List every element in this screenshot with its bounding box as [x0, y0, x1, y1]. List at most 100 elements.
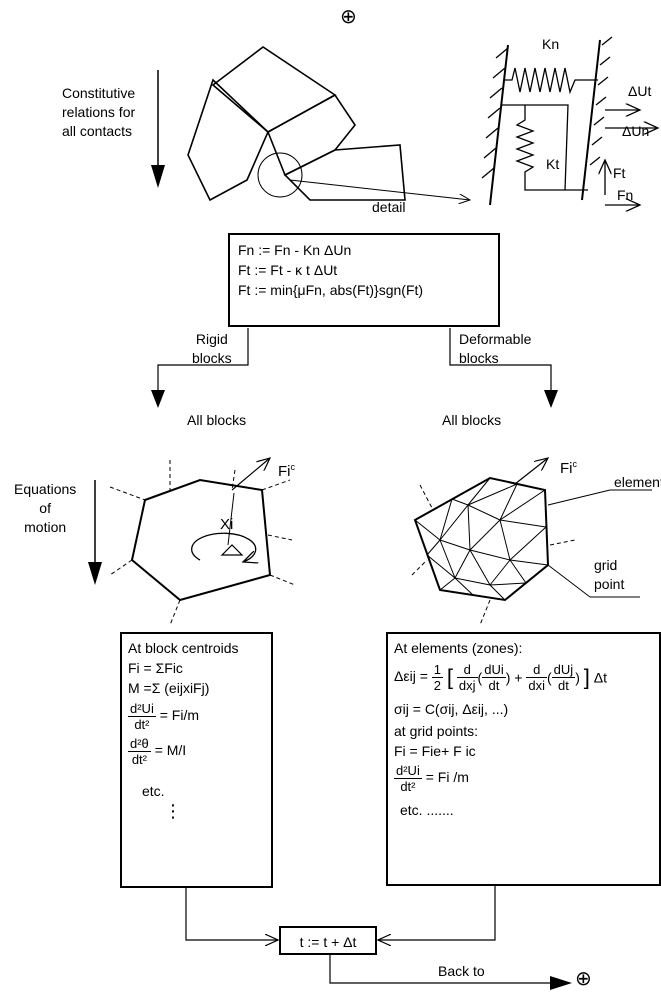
- rigid-line-1: Rigid: [195, 331, 228, 347]
- equations-of-motion-label: Equations of motion: [14, 480, 76, 537]
- deformable-blocks-label: Deformable blocks: [459, 330, 531, 368]
- back-to-label: Back to: [438, 963, 485, 979]
- rigid-accel-den: dt²: [134, 717, 150, 732]
- half-den: 2: [433, 678, 442, 693]
- fn-label: Fn: [617, 187, 634, 203]
- equations-line-3: motion: [24, 519, 67, 535]
- d-num-2: d: [526, 662, 547, 678]
- time-step-box: t := t + Δt: [279, 926, 377, 955]
- bottom-flow: [185, 885, 552, 984]
- strain-lhs: Δεij =: [394, 668, 428, 685]
- equations-line-2: of: [39, 500, 51, 516]
- time-step-text: t := t + Δt: [299, 934, 357, 950]
- end-circle-plus-symbol: ⊕: [575, 968, 592, 990]
- grid-force-equation: Fi = Fie+ F ic: [394, 743, 476, 759]
- detail-circle: [257, 152, 303, 198]
- rigid-rot-rhs: = M/I: [154, 742, 187, 759]
- dt-den-1: dt: [488, 678, 500, 693]
- constitutive-label: Constitutive relations for all contacts: [62, 84, 135, 141]
- dt-den-2: dt: [558, 678, 569, 693]
- block-assembly: [187, 46, 406, 202]
- grid-accel-num: d²Ui: [394, 763, 422, 779]
- stress-equation: σij = C(σij, Δεij, ...): [394, 701, 509, 717]
- rigid-block: [109, 458, 296, 626]
- detail-arrow: [289, 179, 470, 200]
- strain-tail: Δt: [593, 669, 608, 686]
- equations-line-1: Equations: [14, 481, 77, 497]
- rigid-force-sup: c: [290, 462, 296, 472]
- rigid-line-2: blocks: [192, 350, 232, 366]
- grid-points-title: at grid points:: [394, 723, 479, 739]
- rigid-force-text: Fi: [278, 463, 291, 480]
- back-arrowhead: [550, 976, 572, 990]
- pentagon-block: [187, 78, 269, 202]
- deformable-line-2: blocks: [459, 350, 499, 366]
- deformable-block: [411, 458, 652, 626]
- deformable-force-text: Fi: [560, 460, 573, 477]
- all-blocks-right: All blocks: [442, 412, 502, 428]
- contact-update-box: Fn := Fn - Kn ΔUn Ft := Ft - κ t ΔUt Ft …: [228, 233, 500, 327]
- element-label: element: [614, 474, 661, 490]
- deformable-line-1: Deformable: [459, 331, 532, 347]
- dui-num: dUi: [482, 662, 506, 678]
- contact-eq-3: Ft := min{μFn, abs(Ft)}sgn(Ft): [238, 282, 424, 298]
- detail-label: detail: [372, 199, 406, 215]
- constitutive-line-2: relations for: [62, 104, 136, 120]
- deformable-force-label: Fic: [560, 455, 577, 478]
- branch-arrows: [157, 328, 552, 395]
- duj-num: dUj: [551, 662, 576, 678]
- rigid-box-title: At block centroids: [128, 640, 239, 656]
- rigid-rot-den: dt²: [131, 752, 147, 767]
- grid-accel-rhs: = Fi /m: [425, 769, 469, 786]
- rigid-arrowhead: [151, 390, 165, 408]
- half-num: 1: [431, 662, 444, 678]
- delta-un-label: ΔUn: [622, 123, 650, 139]
- rigid-eq-moment: M =Σ (eijxiFj): [128, 680, 210, 696]
- dxj-den: dxj: [458, 678, 476, 693]
- rigid-accel-num: d²Ui: [128, 701, 156, 717]
- plus-sign: +: [514, 669, 523, 686]
- deformable-box-title: At elements (zones):: [394, 640, 523, 656]
- dxi-den: dxi: [528, 678, 545, 693]
- rigid-etc: etc.: [142, 783, 165, 799]
- kn-label: Kn: [542, 36, 560, 52]
- deformable-etc: etc. .......: [400, 802, 454, 818]
- rigid-eq-force: Fi = ΣFic: [128, 660, 183, 676]
- upper-block: [211, 46, 337, 133]
- rigid-rot-num: d²θ: [128, 736, 151, 752]
- all-blocks-left: All blocks: [187, 412, 247, 428]
- constitutive-line-3: all contacts: [62, 123, 133, 139]
- rigid-accel-rhs: = Fi/m: [159, 707, 200, 724]
- contact-eq-1: Fn := Fn - Kn ΔUn: [238, 242, 352, 258]
- delta-ut-label: ΔUt: [628, 83, 652, 99]
- kt-label: Kt: [546, 156, 560, 172]
- constitutive-line-1: Constitutive: [62, 85, 136, 101]
- rigid-force-label: Fic: [278, 458, 295, 481]
- lower-right-block: [283, 144, 406, 201]
- rigid-dots: ⋮: [164, 801, 182, 821]
- equations-arrow: [88, 480, 102, 585]
- grid-line-2: point: [594, 576, 625, 592]
- grid-accel-den: dt²: [400, 779, 416, 794]
- rigid-blocks-label: Rigid blocks: [192, 330, 232, 368]
- contact-eq-2: Ft := Ft - κ t ΔUt: [238, 262, 338, 278]
- grid-line-1: grid: [594, 557, 618, 573]
- top-circle-plus-symbol: ⊕: [340, 6, 357, 28]
- rigid-equations-box: At block centroids Fi = ΣFic M =Σ (eijxi…: [120, 632, 273, 888]
- middle-block: [266, 93, 356, 177]
- deformable-arrowhead: [544, 390, 558, 408]
